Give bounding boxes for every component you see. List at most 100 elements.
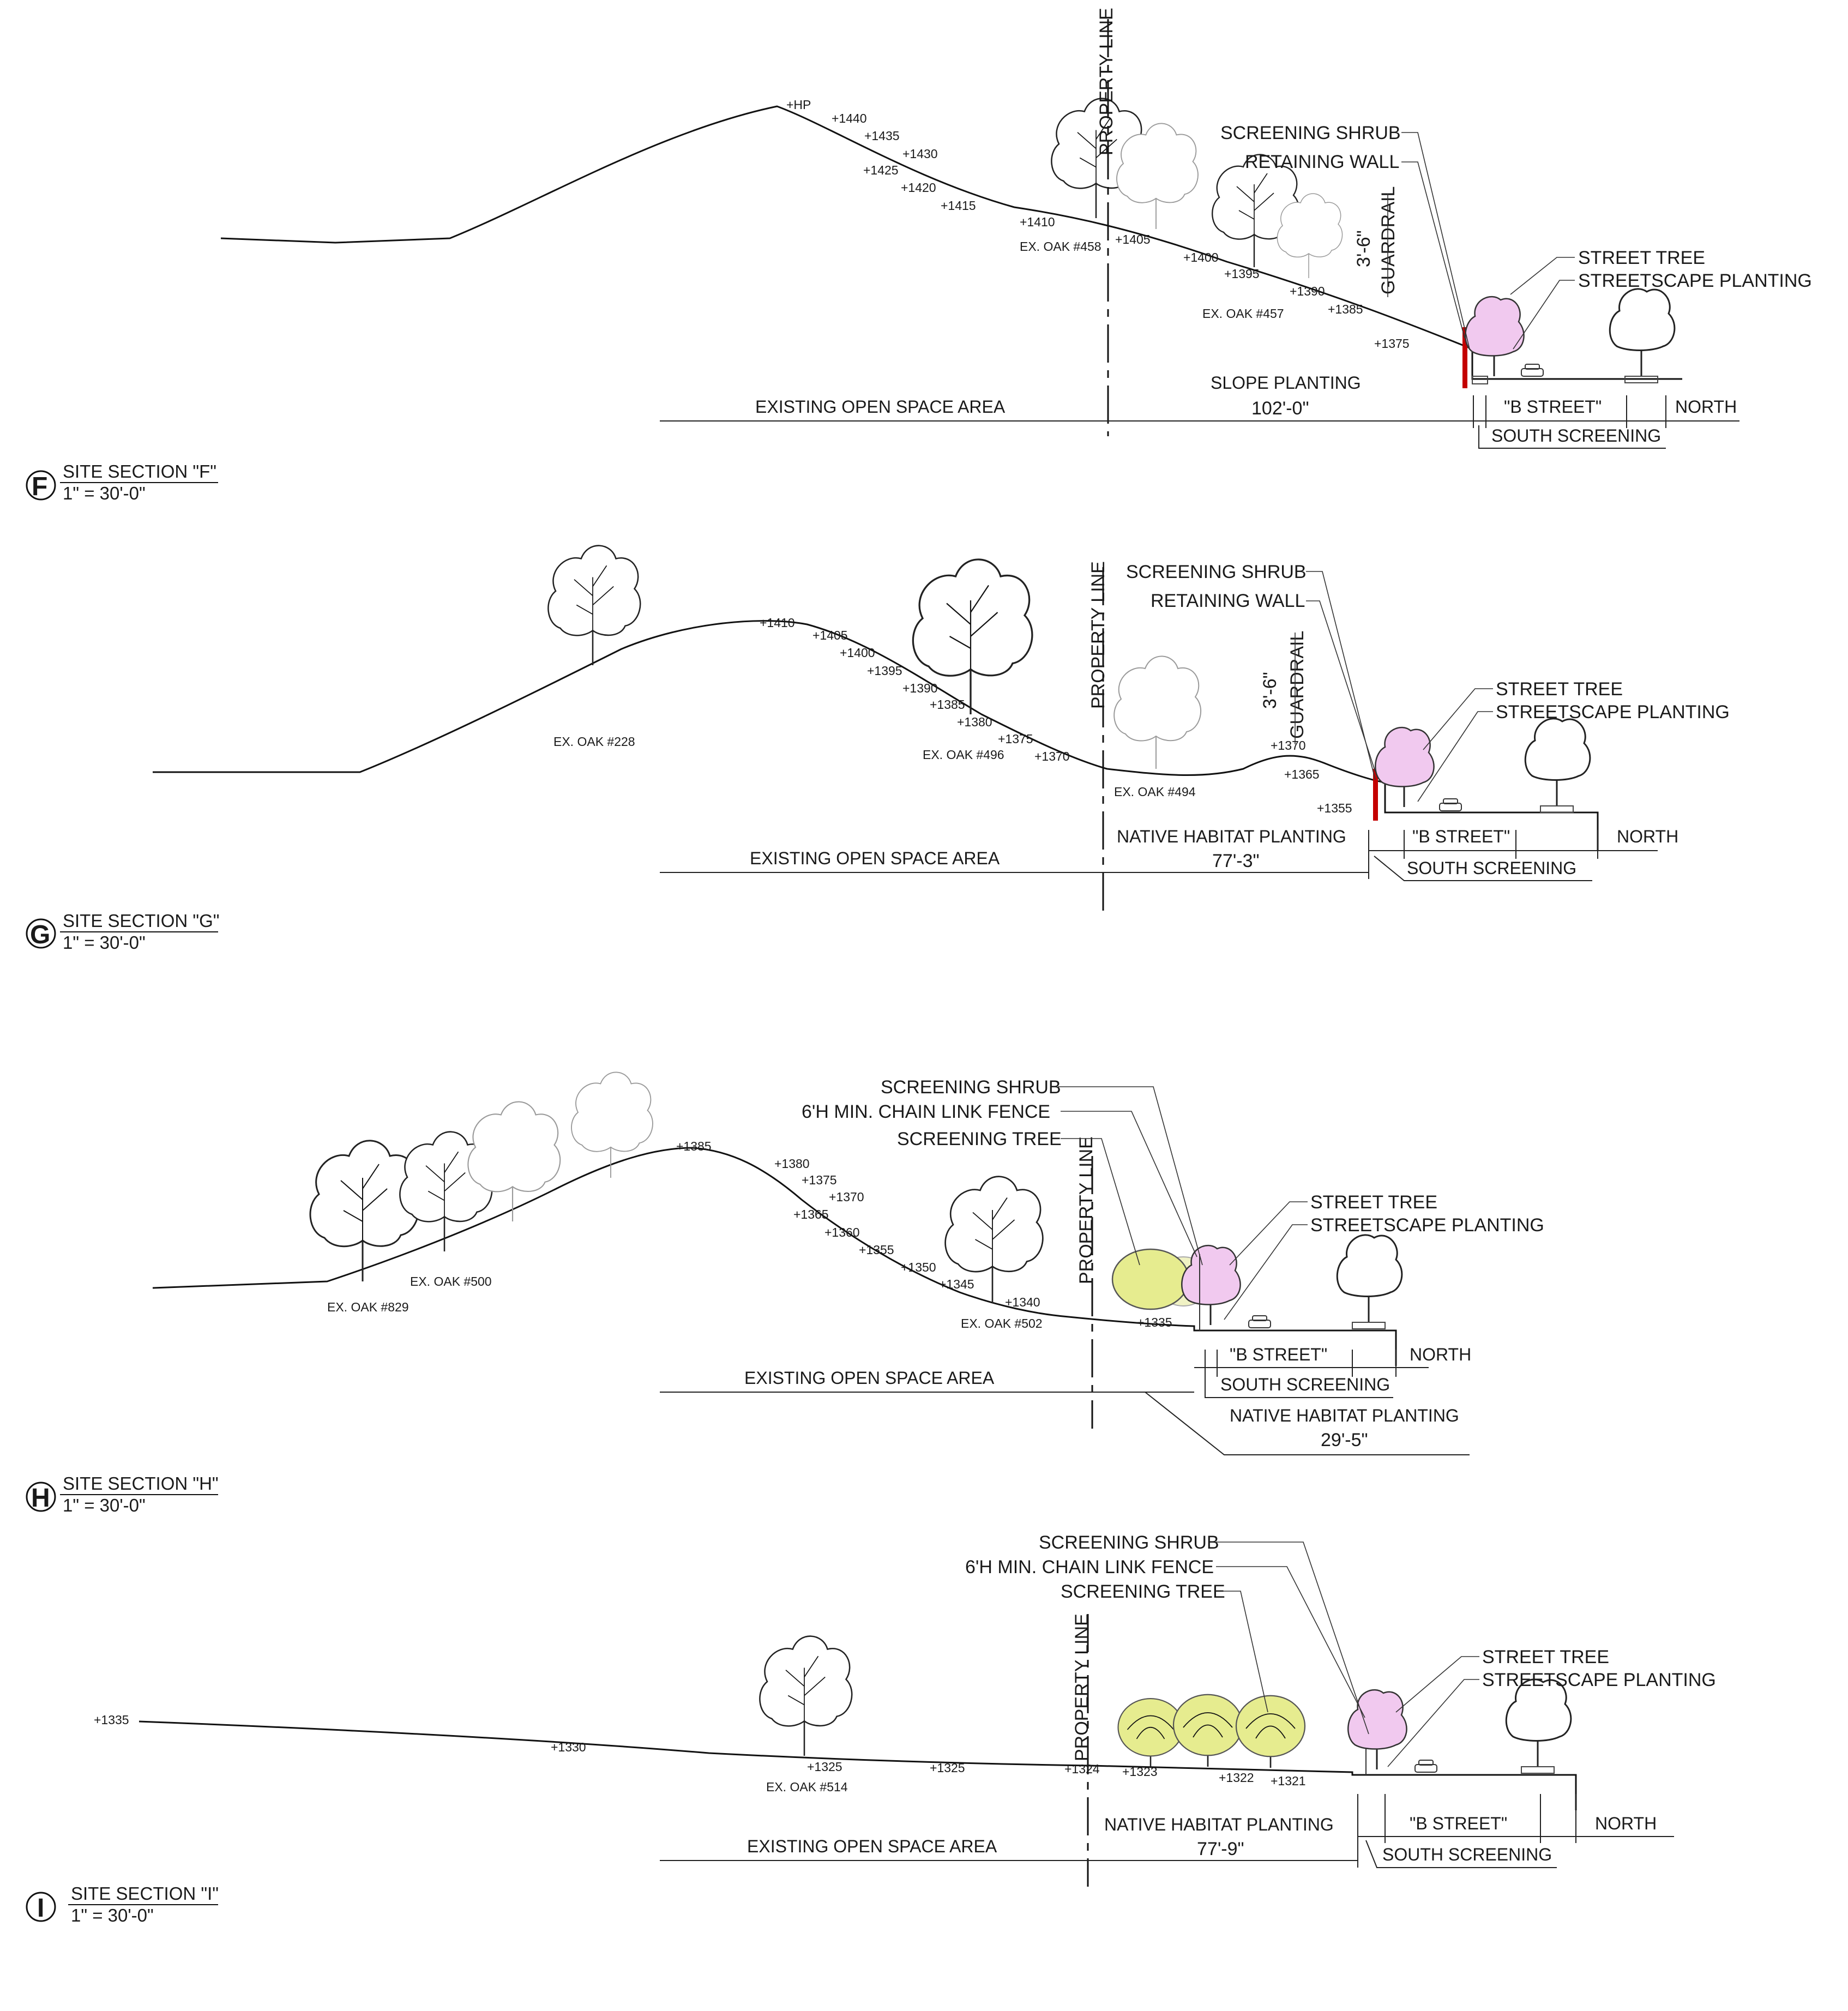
zone-north-g: NORTH xyxy=(1617,827,1678,846)
svg-text:+1370: +1370 xyxy=(829,1190,864,1204)
svg-text:+1375: +1375 xyxy=(1374,336,1410,351)
svg-text:+1375: +1375 xyxy=(802,1173,837,1187)
svg-text:+1380: +1380 xyxy=(774,1157,810,1171)
svg-text:+1330: +1330 xyxy=(551,1740,586,1754)
street-tree-f xyxy=(1464,296,1525,377)
section-scale-f: 1" = 30'-0" xyxy=(63,483,146,503)
svg-text:+1400: +1400 xyxy=(1183,250,1219,264)
ground-profile-h xyxy=(152,1147,1397,1366)
zone-north-i: NORTH xyxy=(1595,1814,1657,1833)
callout-retaining-wall-f: RETAINING WALL xyxy=(1245,152,1399,172)
svg-text:+1365: +1365 xyxy=(793,1207,829,1221)
section-g: PROPERTY LINE 3'-6" GUARDRAIL +1410 +140… xyxy=(26,545,1730,953)
svg-text:+1375: +1375 xyxy=(998,732,1033,746)
svg-text:+1385: +1385 xyxy=(676,1139,712,1153)
section-marker-letter-f: F xyxy=(32,472,47,501)
svg-text:+1435: +1435 xyxy=(864,129,900,143)
svg-text:+1425: +1425 xyxy=(863,163,899,177)
svg-text:+1370: +1370 xyxy=(1271,738,1306,752)
streetscape-tree-north-i xyxy=(1505,1678,1572,1774)
oak-tree-494 xyxy=(1113,655,1202,770)
elevation-labels-f: +HP +1440 +1435 +1430 +1425 +1420 +1415 … xyxy=(786,98,1410,351)
elevation-labels-g: +1410 +1405 +1400 +1395 +1390 +1385 +138… xyxy=(760,616,1352,815)
ground-profile-i xyxy=(139,1720,1577,1810)
svg-text:+1325: +1325 xyxy=(807,1760,842,1774)
screening-tree-i-2 xyxy=(1172,1694,1243,1768)
shrub-outline-f xyxy=(1277,193,1343,279)
oak-label-457: EX. OAK #457 xyxy=(1202,306,1284,321)
callout-chain-link-fence-i: 6'H MIN. CHAIN LINK FENCE xyxy=(965,1557,1214,1578)
section-marker-f xyxy=(26,470,56,501)
svg-text:+1360: +1360 xyxy=(824,1225,860,1239)
svg-text:+1340: +1340 xyxy=(1005,1295,1040,1309)
svg-text:+1390: +1390 xyxy=(1290,284,1325,298)
svg-text:+1385: +1385 xyxy=(930,697,965,712)
section-marker-letter-h: H xyxy=(31,1484,50,1513)
section-title-i: SITE SECTION "I" xyxy=(71,1883,219,1904)
section-i: PROPERTY LINE +1335 +1330 +1325 +1325 +1… xyxy=(26,1532,1716,1925)
svg-text:+1400: +1400 xyxy=(840,646,875,660)
zone-open-space-h: EXISTING OPEN SPACE AREA xyxy=(744,1368,995,1388)
section-f: PROPERTY LINE 3'-6" GUARDRAIL +HP +1440 … xyxy=(26,8,1812,503)
section-scale-h: 1" = 30'-0" xyxy=(63,1495,146,1515)
svg-text:+1322: +1322 xyxy=(1219,1771,1254,1785)
callout-street-tree-h: STREET TREE xyxy=(1310,1192,1437,1213)
section-title-f: SITE SECTION "F" xyxy=(63,461,216,481)
callout-retaining-wall-g: RETAINING WALL xyxy=(1151,591,1305,611)
property-line-label-f: PROPERTY LINE xyxy=(1096,8,1117,155)
section-h: PROPERTY LINE +1385 +1380 +1375 +1370 +1… xyxy=(26,1071,1544,1515)
elevation-labels-i: +1335 +1330 +1325 +1325 +1324 +1323 +132… xyxy=(94,1713,1306,1788)
zone-open-space-f: EXISTING OPEN SPACE AREA xyxy=(755,397,1006,417)
svg-text:+1410: +1410 xyxy=(760,616,795,630)
svg-text:+1355: +1355 xyxy=(1317,801,1352,815)
guardrail-height-f: 3'-6" xyxy=(1353,230,1374,267)
zone-street-i: "B STREET" xyxy=(1410,1814,1507,1833)
zone-street-g: "B STREET" xyxy=(1412,827,1510,846)
svg-text:+1395: +1395 xyxy=(867,664,902,678)
zone-street-h: "B STREET" xyxy=(1230,1345,1327,1364)
streetscape-tree-north-f xyxy=(1609,288,1676,384)
callout-screening-shrub-i: SCREENING SHRUB xyxy=(1039,1532,1219,1553)
callout-screening-shrub-g: SCREENING SHRUB xyxy=(1126,562,1307,582)
vehicle-icon-i xyxy=(1414,1760,1437,1773)
streetscape-tree-north-h xyxy=(1336,1234,1403,1330)
section-scale-i: 1" = 30'-0" xyxy=(71,1905,154,1925)
callout-screening-shrub-h: SCREENING SHRUB xyxy=(881,1077,1061,1098)
section-title-g: SITE SECTION "G" xyxy=(63,911,219,931)
oak-tree-829 xyxy=(309,1140,420,1283)
guardrail-height-g: 3'-6" xyxy=(1260,672,1280,709)
callout-street-tree-f: STREET TREE xyxy=(1578,248,1705,268)
ground-profile-f xyxy=(220,105,1682,380)
section-scale-g: 1" = 30'-0" xyxy=(63,932,146,953)
callout-street-tree-g: STREET TREE xyxy=(1496,679,1623,700)
section-marker-i xyxy=(26,1892,56,1922)
svg-text:+1390: +1390 xyxy=(902,681,938,695)
zone-north-h: NORTH xyxy=(1410,1345,1471,1364)
oak-label-496: EX. OAK #496 xyxy=(923,748,1004,762)
svg-text:+1335: +1335 xyxy=(94,1713,129,1727)
zone-south-i: SOUTH SCREENING xyxy=(1382,1845,1552,1864)
svg-text:+1345: +1345 xyxy=(939,1277,974,1291)
svg-text:+1430: +1430 xyxy=(902,147,938,161)
zone-planting-dim-i: 77'-9" xyxy=(1197,1839,1244,1859)
svg-text:+1335: +1335 xyxy=(1137,1315,1172,1329)
screening-tree-i-1 xyxy=(1117,1697,1184,1768)
zone-planting-h: NATIVE HABITAT PLANTING xyxy=(1230,1406,1459,1425)
callout-screening-shrub-f: SCREENING SHRUB xyxy=(1220,123,1401,143)
vehicle-icon-f xyxy=(1521,364,1544,377)
oak-label-514: EX. OAK #514 xyxy=(766,1780,848,1794)
svg-text:+1420: +1420 xyxy=(901,180,936,195)
callout-streetscape-planting-i: STREETSCAPE PLANTING xyxy=(1482,1670,1716,1690)
svg-text:+1321: +1321 xyxy=(1271,1774,1306,1788)
zone-street-f: "B STREET" xyxy=(1504,397,1602,417)
retaining-wall-g xyxy=(1373,769,1378,821)
oak-tree-lt-h2 xyxy=(571,1071,653,1178)
property-line-label-i: PROPERTY LINE xyxy=(1072,1613,1092,1761)
svg-text:+HP: +HP xyxy=(786,98,811,112)
zone-south-h: SOUTH SCREENING xyxy=(1220,1375,1390,1394)
vehicle-icon-g xyxy=(1439,798,1462,811)
callout-screening-tree-i: SCREENING TREE xyxy=(1061,1581,1225,1602)
oak-label-502: EX. OAK #502 xyxy=(961,1316,1043,1330)
callout-streetscape-planting-g: STREETSCAPE PLANTING xyxy=(1496,702,1730,722)
streetscape-tree-north-g xyxy=(1524,718,1591,814)
